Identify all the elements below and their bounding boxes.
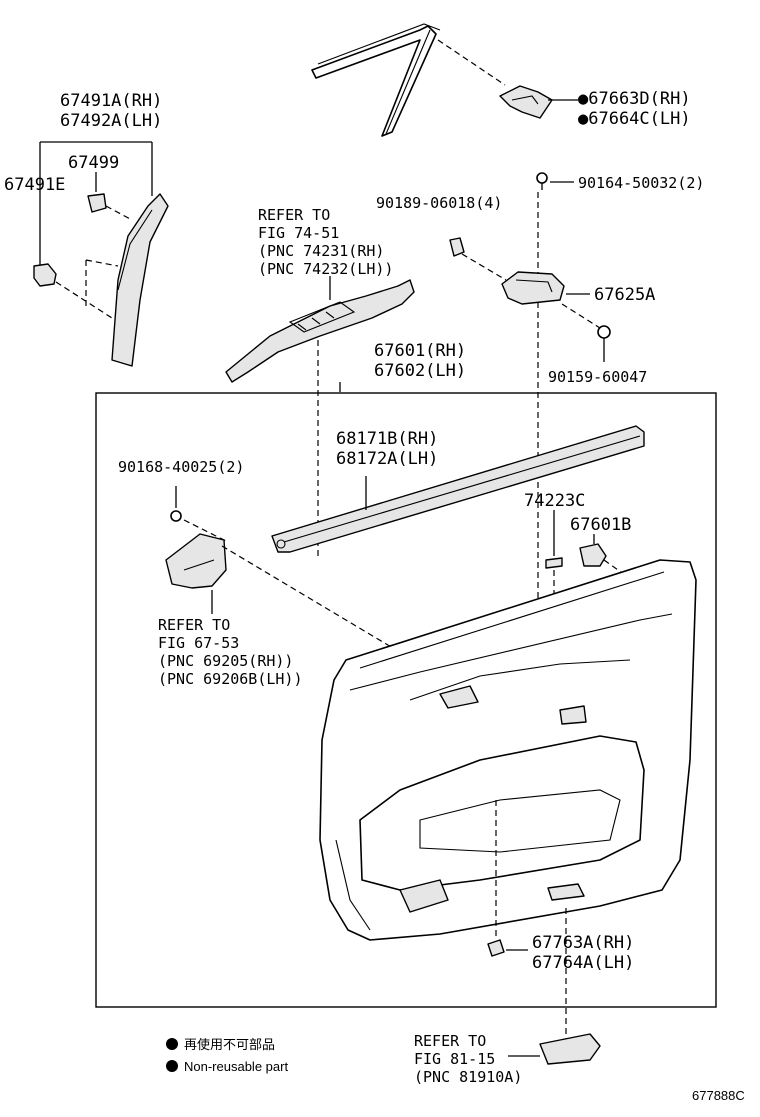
label-67663d: ●67663D(RH) xyxy=(578,89,691,109)
pad-74223c xyxy=(545,557,563,569)
label-ref8115-3: (PNC 81910A) xyxy=(414,1068,522,1086)
label-67601b: 67601B xyxy=(570,515,631,535)
label-67601: 67601(RH) xyxy=(374,341,466,361)
legend-line-2: Non-reusable part xyxy=(184,1059,288,1074)
label-67602: 67602(LH) xyxy=(374,361,466,381)
legend-bullet-icon xyxy=(166,1060,178,1072)
label-ref7451-4: (PNC 74232(LH)) xyxy=(258,260,393,278)
clip-67763a xyxy=(487,939,505,957)
belt-moulding-68171b xyxy=(271,425,645,553)
clip-67499 xyxy=(87,193,107,213)
legend-bullet-icon xyxy=(166,1038,178,1050)
screw-90164 xyxy=(536,172,548,190)
bracket-67625a xyxy=(501,271,565,305)
label-67625a: 67625A xyxy=(594,285,655,305)
label-ref8115-1: REFER TO xyxy=(414,1032,486,1050)
label-90189: 90189-06018(4) xyxy=(376,194,502,212)
legend-line-1: 再使用不可部品 xyxy=(184,1037,275,1052)
clip-67491e xyxy=(33,263,57,287)
pillar-garnish-67491a xyxy=(111,193,169,367)
label-67763a: 67763A(RH) xyxy=(532,933,634,953)
label-90168: 90168-40025(2) xyxy=(118,458,244,476)
label-ref6753-3: (PNC 69205(RH)) xyxy=(158,652,293,670)
label-67499: 67499 xyxy=(68,153,119,173)
label-ref6753-4: (PNC 69206B(LH)) xyxy=(158,670,303,688)
courtesy-lamp xyxy=(539,1033,601,1065)
clip-90189 xyxy=(449,237,465,257)
door-trim-panel xyxy=(319,559,697,941)
label-68171b: 68171B(RH) xyxy=(336,429,438,449)
inside-handle xyxy=(165,533,227,589)
label-67664c: ●67664C(LH) xyxy=(578,109,691,129)
label-ref7451-3: (PNC 74231(RH) xyxy=(258,242,384,260)
label-ref6753-2: FIG 67-53 xyxy=(158,634,239,652)
label-90164: 90164-50032(2) xyxy=(578,174,704,192)
label-67764a: 67764A(LH) xyxy=(532,953,634,973)
door-trim-panel-frame xyxy=(95,392,717,1008)
bracket-67663d xyxy=(499,85,553,119)
clip-67601b xyxy=(579,543,607,567)
label-ref7451-1: REFER TO xyxy=(258,206,330,224)
window-run-channel xyxy=(311,23,441,137)
figure-code: 677888C xyxy=(692,1088,745,1103)
label-ref8115-2: FIG 81-15 xyxy=(414,1050,495,1068)
label-90159: 90159-60047 xyxy=(548,368,647,386)
screw-90168 xyxy=(170,510,182,522)
power-window-switch-base xyxy=(225,279,415,383)
label-67491a: 67491A(RH) xyxy=(60,91,162,111)
label-67491e: 67491E xyxy=(4,175,65,195)
label-68172a: 68172A(LH) xyxy=(336,449,438,469)
label-ref6753-1: REFER TO xyxy=(158,616,230,634)
label-ref7451-2: FIG 74-51 xyxy=(258,224,339,242)
label-74223c: 74223C xyxy=(524,491,585,511)
label-67492a: 67492A(LH) xyxy=(60,111,162,131)
